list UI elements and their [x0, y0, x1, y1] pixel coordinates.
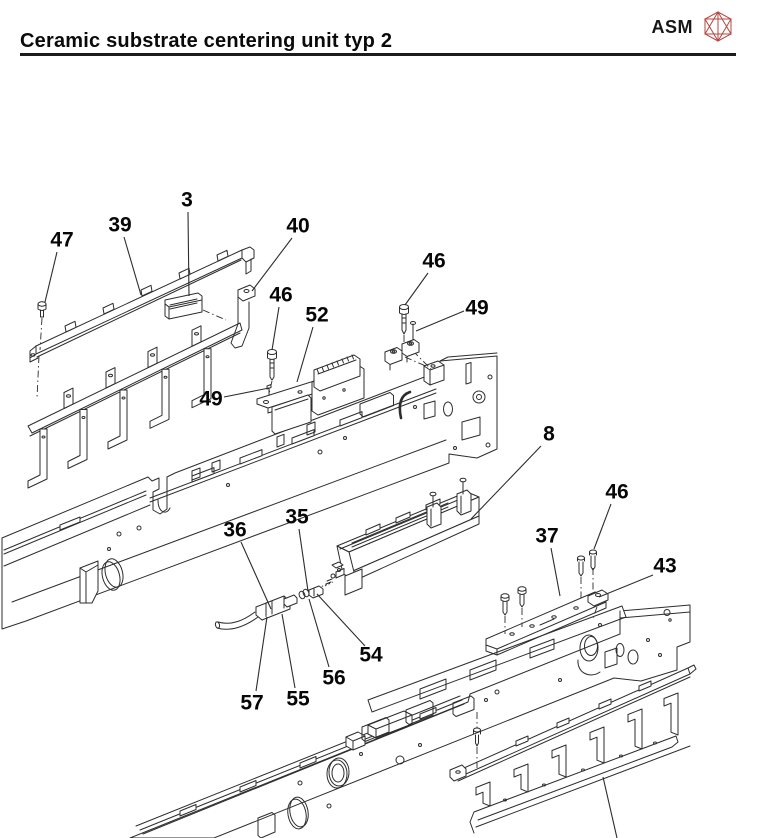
leader-line-55: [281, 613, 296, 689]
part-label-37: 37: [535, 525, 558, 548]
leader-line-39: [123, 236, 142, 296]
part-label-46: 46: [269, 284, 292, 307]
part-label-55: 55: [286, 688, 310, 711]
part-label-3: 3: [181, 189, 193, 212]
part-label-47: 47: [50, 229, 73, 252]
leader-line-46: [404, 272, 429, 306]
main-body-lower: [129, 604, 691, 838]
clamp-49-group: [384, 304, 432, 371]
leader-line-35: [298, 528, 309, 592]
leader-line-46: [593, 503, 612, 550]
leader-line-46: [271, 306, 280, 351]
leader-line-43: [598, 574, 654, 598]
leader-line-52: [296, 326, 314, 383]
leader-line-37: [550, 547, 561, 597]
part-label-49: 49: [465, 297, 488, 320]
leader-line-36: [240, 541, 272, 610]
leader-line-56: [308, 598, 330, 668]
part-label-43: 43: [653, 555, 676, 578]
part-label-57: 57: [240, 692, 263, 715]
part-label-49: 49: [199, 388, 222, 411]
leader-line-47: [44, 251, 58, 303]
page-title: Ceramic substrate centering unit typ 2: [20, 30, 393, 52]
part-label-46: 46: [605, 481, 628, 504]
brand-text: ASM: [651, 16, 693, 37]
screw-47: [36, 301, 47, 399]
part-label-8: 8: [543, 423, 555, 446]
part-label-36: 36: [223, 519, 246, 542]
block-8: [317, 477, 480, 596]
leader-line-54: [316, 593, 366, 647]
air-hose-assembly: [214, 581, 334, 630]
part-label-54: 54: [359, 644, 383, 667]
leader-line-40: [251, 237, 293, 292]
part-label-35: 35: [285, 506, 309, 529]
main-body-upper: [1, 352, 498, 630]
leader-line-8: [470, 445, 542, 520]
bottom-comb-rail-assembly: [449, 664, 697, 834]
title-underline: [20, 53, 736, 56]
brand: ASM: [652, 8, 737, 46]
leader-line-49: [223, 387, 270, 398]
leader-line-57: [255, 616, 268, 692]
screws-46-right: [500, 549, 597, 634]
callouts: 47 39 3 40 46 52 46 49 49 8 36 35 37 46 43 54 56 55 57: [44, 189, 677, 838]
centering-jaw-unit: [311, 354, 365, 416]
plate-37-group: [485, 549, 609, 656]
plate-3: [164, 292, 227, 321]
leader-line: [602, 776, 618, 838]
part-label-40: 40: [286, 215, 309, 238]
part-label-52: 52: [305, 304, 328, 327]
leader-line-3: [187, 211, 190, 297]
top-comb-rail-assembly: [27, 246, 255, 489]
asm-logo-icon: [704, 11, 732, 42]
part-label-46: 46: [422, 250, 445, 273]
bracket-43: [587, 589, 609, 607]
part-label-56: 56: [322, 667, 345, 690]
bracket-40: [230, 284, 256, 349]
leader-line-49: [415, 310, 465, 332]
part-label-39: 39: [108, 214, 131, 237]
